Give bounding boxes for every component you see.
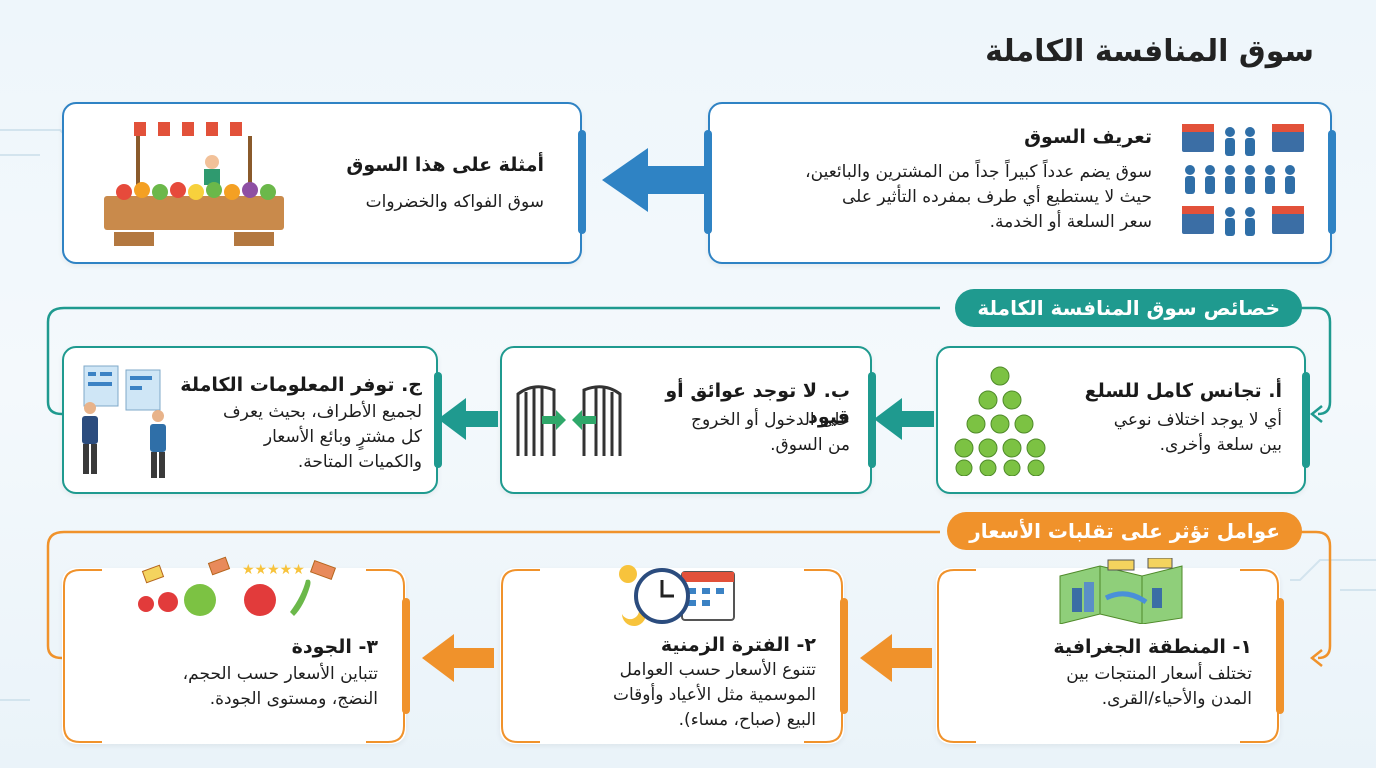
factor-card-2: ٢- الفترة الزمنية تتنوع الأسعار حسب العو… bbox=[500, 565, 848, 744]
apple-pyramid-icon bbox=[954, 366, 1046, 476]
characteristic-b-line: من السوق. bbox=[770, 435, 850, 455]
factor-3-body: تتباين الأسعار حسب الحجم، النضج، ومستوى … bbox=[78, 662, 378, 712]
characteristic-card-b-accent bbox=[868, 372, 876, 468]
factor-2-body: تتنوع الأسعار حسب العوامل الموسمية مثل ا… bbox=[516, 658, 816, 733]
definition-card-accent bbox=[1328, 130, 1336, 234]
svg-text:★★★★★: ★★★★★ bbox=[242, 562, 305, 578]
characteristic-b-heading: ب. لا توجد عوائق أو قيود bbox=[665, 380, 850, 428]
characteristic-c-heading: ج. توفر المعلومات الكاملة bbox=[180, 374, 422, 396]
factor-card-3-accent bbox=[402, 598, 410, 714]
page-title: سوق المنافسة الكاملة bbox=[985, 34, 1314, 69]
characteristic-a-heading: أ. تجانس كامل للسلع bbox=[1084, 380, 1282, 402]
factors-pill: عوامل تؤثر على تقلبات الأسعار bbox=[947, 512, 1302, 550]
characteristic-c-line: لجميع الأطراف، بحيث يعرف bbox=[223, 402, 422, 422]
factor-1-heading: ١- المنطقة الجغرافية bbox=[1053, 636, 1252, 658]
factor-card-3: ٣- الجودة تتباين الأسعار حسب الحجم، النض… bbox=[62, 556, 410, 744]
arrow-left-orange-icon bbox=[422, 634, 494, 682]
characteristic-a-line: أي لا يوجد اختلاف نوعي bbox=[1113, 410, 1282, 430]
clock-calendar-icon bbox=[619, 565, 735, 626]
arrow-left-teal-icon bbox=[874, 398, 934, 440]
factor-3-line: تتباين الأسعار حسب الحجم، bbox=[182, 664, 378, 684]
definition-card-accent-left bbox=[704, 130, 712, 234]
definition-heading: تعريف السوق bbox=[1024, 126, 1152, 148]
characteristic-a-body: أي لا يوجد اختلاف نوعي بين سلعة وأخرى. bbox=[1052, 408, 1282, 458]
characteristic-card-c: ج. توفر المعلومات الكاملة لجميع الأطراف،… bbox=[62, 346, 442, 494]
factor-2-line: البيع (صباح، مساء). bbox=[678, 710, 816, 730]
factor-1-line: المدن والأحياء/القرى. bbox=[1101, 689, 1252, 709]
arrow-left-orange-icon bbox=[860, 634, 932, 682]
examples-heading: أمثلة على هذا السوق bbox=[346, 154, 544, 176]
examples-body: سوق الفواكه والخضروات bbox=[365, 192, 544, 212]
characteristic-b-line: على الدخول أو الخروج bbox=[691, 410, 850, 430]
market-crowd-icon bbox=[1182, 124, 1304, 236]
characteristics-pill: خصائص سوق المنافسة الكاملة bbox=[955, 289, 1302, 327]
characteristic-a-line: بين سلعة وأخرى. bbox=[1159, 435, 1282, 455]
characteristic-b-body: على الدخول أو الخروج من السوق. bbox=[620, 408, 850, 458]
examples-card-accent bbox=[578, 130, 586, 234]
examples-card: أمثلة على هذا السوق سوق الفواكه والخضروا… bbox=[62, 102, 586, 264]
factor-1-line: تختلف أسعار المنتجات بين bbox=[1066, 664, 1252, 684]
definition-line: سوق يضم عدداً كبيراً جداً من المشترين وا… bbox=[805, 162, 1152, 182]
fruit-quality-icon: ★★★★★ bbox=[138, 556, 337, 616]
characteristic-c-line: والكميات المتاحة. bbox=[297, 452, 422, 472]
factor-3-line: النضج، ومستوى الجودة. bbox=[209, 689, 378, 709]
factor-3-heading: ٣- الجودة bbox=[291, 636, 378, 658]
factor-2-line: الموسمية مثل الأعياد وأوقات bbox=[612, 685, 816, 705]
factors-connector bbox=[46, 530, 1332, 667]
arrow-left-blue-icon bbox=[602, 148, 704, 212]
factor-card-2-accent bbox=[840, 598, 848, 714]
arrow-left-teal-icon bbox=[438, 398, 498, 440]
information-board-people-icon bbox=[82, 365, 166, 478]
definition-line: سعر السلعة أو الخدمة. bbox=[989, 212, 1152, 232]
definition-card: تعريف السوق سوق يضم عدداً كبيراً جداً من… bbox=[704, 102, 1336, 264]
factor-2-heading: ٢- الفترة الزمنية bbox=[660, 634, 816, 656]
open-gate-icon bbox=[516, 385, 622, 456]
factor-2-line: تتنوع الأسعار حسب العوامل bbox=[619, 660, 816, 680]
fruit-stall-icon bbox=[104, 122, 284, 246]
characteristic-c-body: لجميع الأطراف، بحيث يعرف كل مشترٍ وبائع … bbox=[172, 400, 422, 475]
characteristic-c-line: كل مشترٍ وبائع الأسعار bbox=[263, 427, 422, 447]
characteristic-card-a-accent bbox=[1302, 372, 1310, 468]
definition-body: سوق يضم عدداً كبيراً جداً من المشترين وا… bbox=[732, 160, 1152, 235]
factor-card-1-accent bbox=[1276, 598, 1284, 714]
factor-card-1: ١- المنطقة الجغرافية تختلف أسعار المنتجا… bbox=[936, 558, 1284, 744]
definition-line: حيث لا يستطيع أي طرف بمفرده التأثير على bbox=[842, 187, 1152, 207]
factor-1-body: تختلف أسعار المنتجات بين المدن والأحياء/… bbox=[952, 662, 1252, 712]
characteristics-connector bbox=[46, 306, 1332, 423]
characteristic-card-a: أ. تجانس كامل للسلع أي لا يوجد اختلاف نو… bbox=[936, 346, 1310, 494]
characteristic-card-b: ب. لا توجد عوائق أو قيود على الدخول أو ا… bbox=[500, 346, 876, 494]
map-city-icon bbox=[1059, 558, 1183, 624]
characteristic-card-c-accent bbox=[434, 372, 442, 468]
